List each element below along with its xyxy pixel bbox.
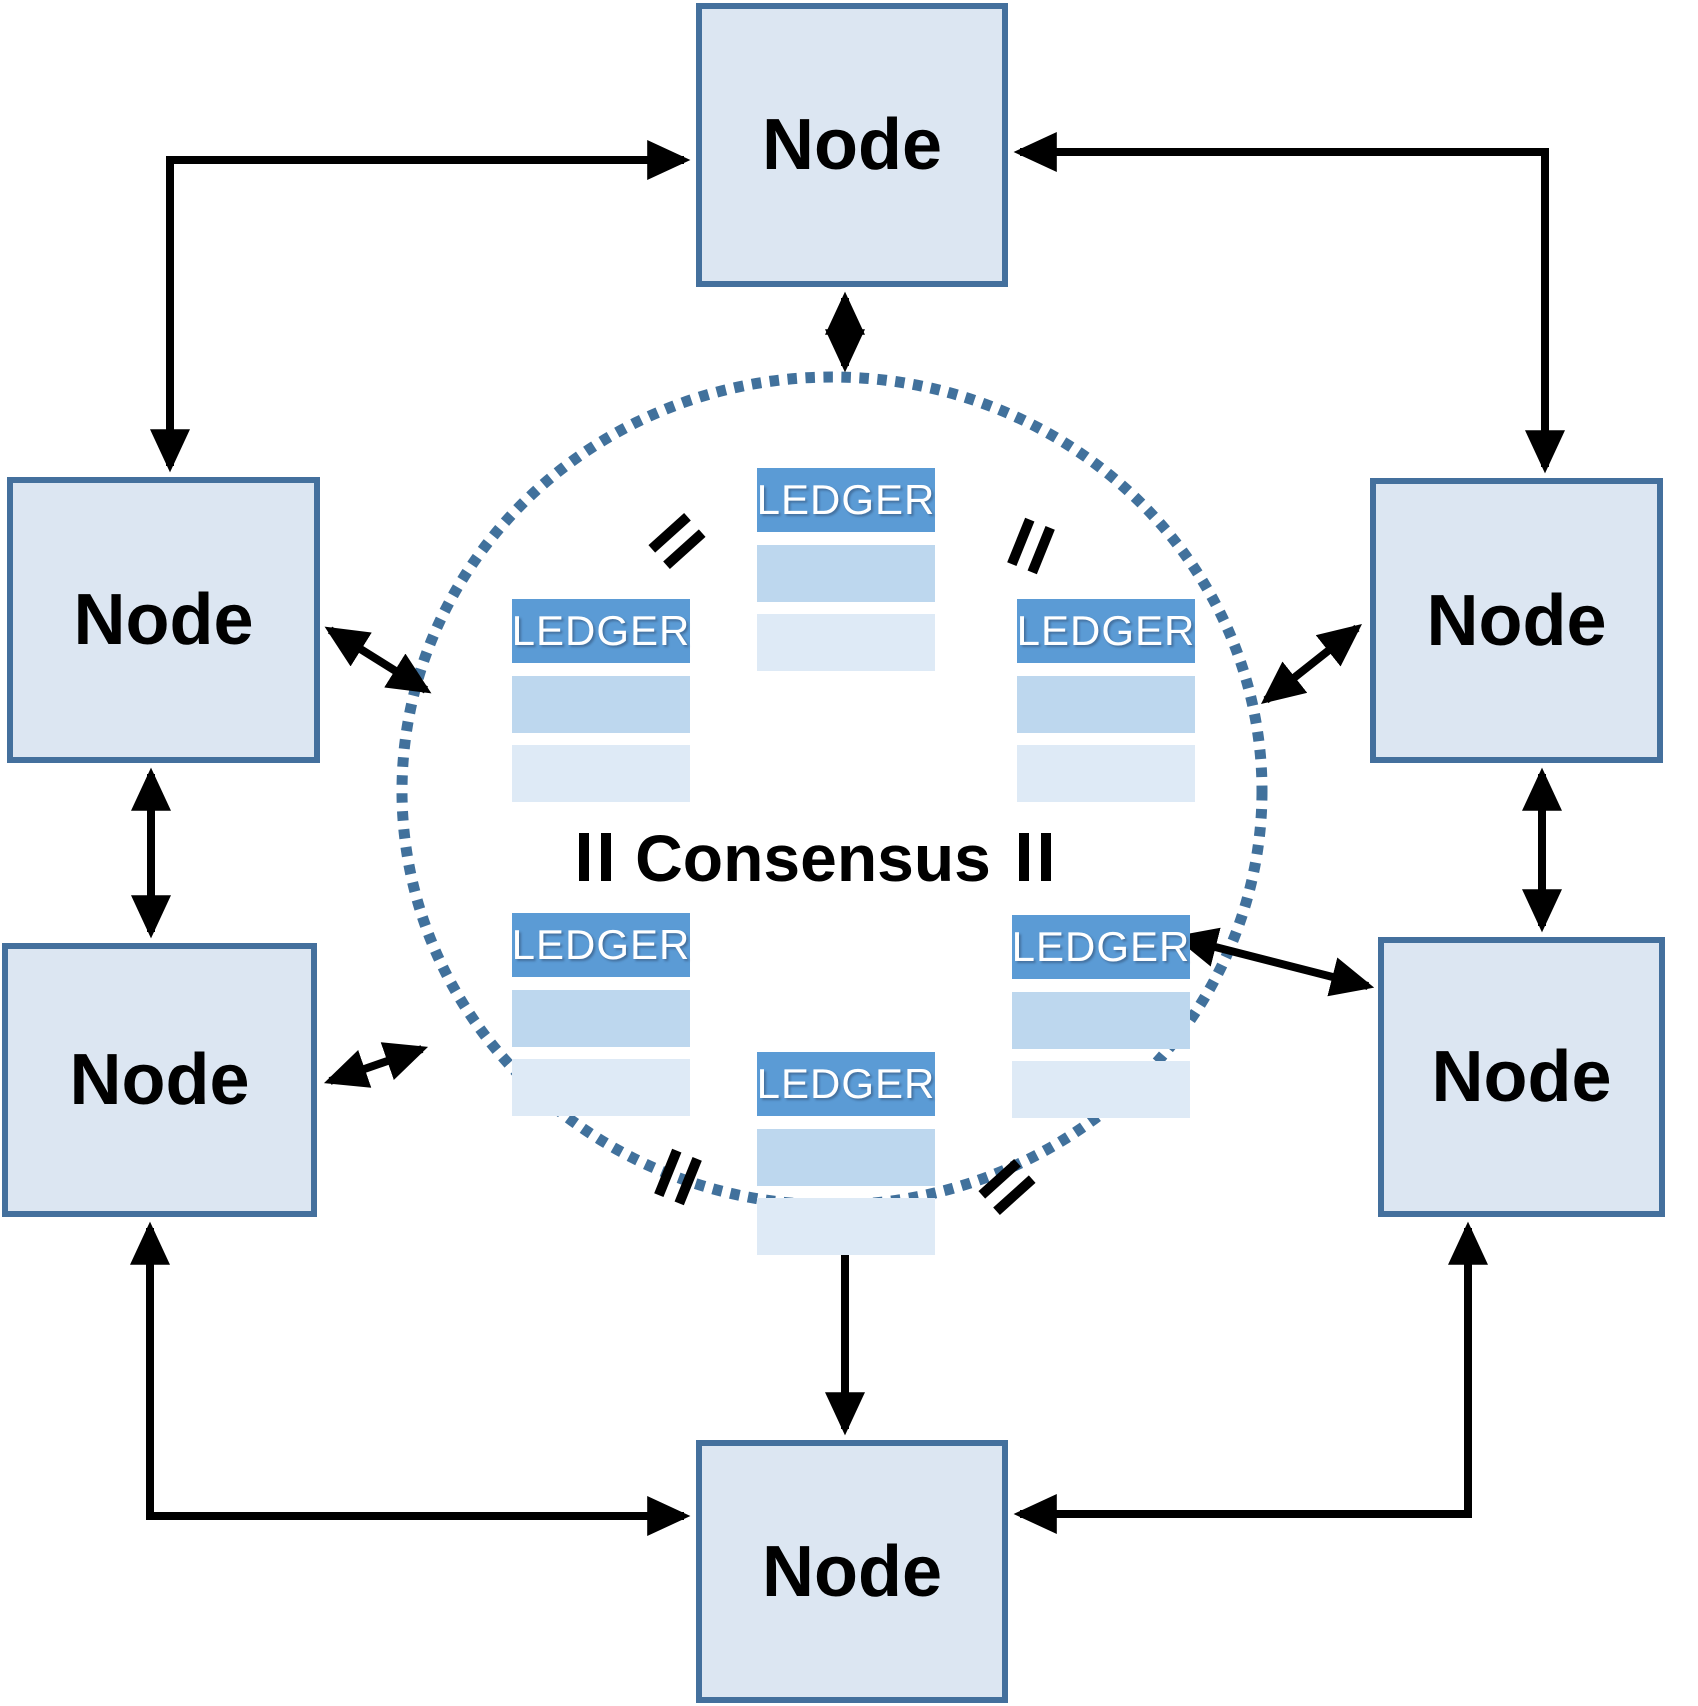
node-label: Node [1426, 580, 1607, 661]
node-box-top: Node [696, 3, 1008, 287]
ledger-row [512, 1059, 690, 1116]
consensus-circle [396, 371, 1268, 1211]
ledger-row [512, 990, 690, 1047]
node-label: Node [762, 105, 942, 185]
node-box-upper-left: Node [7, 477, 320, 763]
node-label: Node [73, 580, 254, 660]
node-label: Node [69, 1040, 250, 1120]
equals-icon-middle-left [579, 833, 611, 881]
ledger-row [757, 1198, 935, 1255]
ledger-table-bottom-right: LEDGER [1012, 915, 1190, 1118]
ledger-row [1012, 1061, 1190, 1118]
node-box-bottom: Node [696, 1440, 1008, 1703]
ledger-row [1017, 745, 1195, 802]
node-box-lower-right: Node [1378, 937, 1665, 1217]
equals-icon-middle-right [1019, 833, 1051, 881]
ledger-header: LEDGER [512, 599, 690, 663]
ledger-table-bottom-left: LEDGER [512, 913, 690, 1116]
node-box-lower-left: Node [2, 943, 317, 1217]
ledger-header: LEDGER [1012, 915, 1190, 979]
ledger-table-top-center: LEDGER [757, 468, 935, 671]
node-label: Node [1431, 1037, 1612, 1117]
ledger-row [1012, 992, 1190, 1049]
ledger-table-bottom-center: LEDGER [757, 1052, 935, 1255]
ledger-row [512, 676, 690, 733]
arrow-lowerright-to-circle [1173, 927, 1375, 997]
ledger-row [757, 614, 935, 671]
ledger-header: LEDGER [757, 1052, 935, 1116]
arrow-lowerleft-to-circle [323, 1042, 429, 1088]
ledger-row [757, 545, 935, 602]
ledger-table-middle-left: LEDGER [512, 599, 690, 802]
arrow-upperright-to-circle [1260, 624, 1363, 704]
ledger-row [1017, 676, 1195, 733]
consensus-label: Consensus [635, 821, 991, 895]
ledger-table-middle-right: LEDGER [1017, 599, 1195, 802]
ledger-header: LEDGER [757, 468, 935, 532]
ledger-header: LEDGER [512, 913, 690, 977]
arrow-upperleft-to-circle [324, 626, 432, 694]
ledger-header: LEDGER [1017, 599, 1195, 663]
ledger-row [512, 745, 690, 802]
node-box-upper-right: Node [1370, 478, 1663, 763]
node-label: Node [762, 1531, 942, 1612]
ledger-row [757, 1129, 935, 1186]
